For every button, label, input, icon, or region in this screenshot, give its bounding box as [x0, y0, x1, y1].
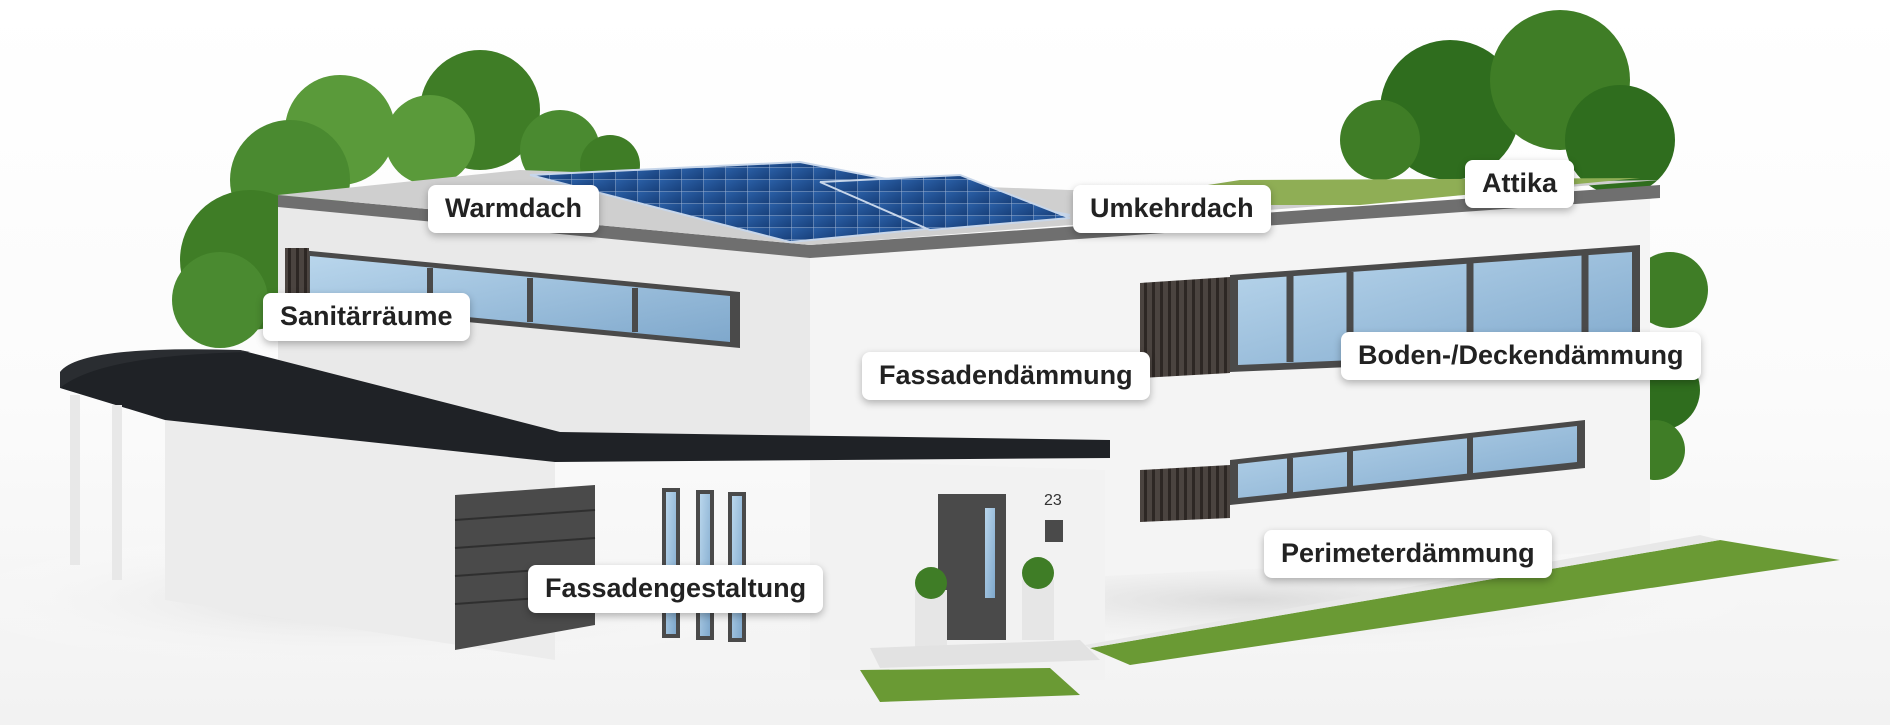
- label-umkehrdach[interactable]: Umkehrdach: [1073, 185, 1271, 233]
- label-fassadengestaltung[interactable]: Fassadengestaltung: [528, 565, 824, 613]
- planter: [915, 590, 947, 650]
- planter: [1022, 580, 1054, 640]
- label-perimeterdaemmung[interactable]: Perimeterdämmung: [1264, 530, 1552, 578]
- label-warmdach[interactable]: Warmdach: [428, 185, 600, 233]
- solar-panels: [819, 173, 1071, 232]
- upper-right-slats: [1140, 277, 1230, 378]
- carport-roof-curve: [60, 349, 250, 388]
- house-number: 23: [1044, 492, 1062, 509]
- label-fassadendaemmung[interactable]: Fassadendämmung: [862, 352, 1150, 400]
- upper-left-windows: [300, 250, 740, 348]
- mailbox: [1045, 520, 1063, 542]
- carport-roof: [60, 350, 1110, 462]
- entrance-door: [938, 494, 1006, 640]
- carport-post: [112, 405, 122, 580]
- label-boden-deckendaemmung[interactable]: Boden-/Deckendämmung: [1341, 332, 1701, 380]
- label-attika[interactable]: Attika: [1465, 160, 1575, 208]
- path-right: [1085, 535, 1720, 648]
- roof-edge: [278, 185, 1660, 258]
- carport-post: [70, 395, 80, 565]
- lower-right-windows: [1230, 420, 1585, 505]
- entrance-step: [870, 640, 1100, 668]
- trees-left: [172, 50, 640, 348]
- label-sanitaerraeume[interactable]: Sanitärräume: [263, 293, 470, 341]
- lawn-right: [1090, 540, 1840, 665]
- lawn-front: [860, 668, 1080, 702]
- lower-right-slats: [1140, 465, 1230, 522]
